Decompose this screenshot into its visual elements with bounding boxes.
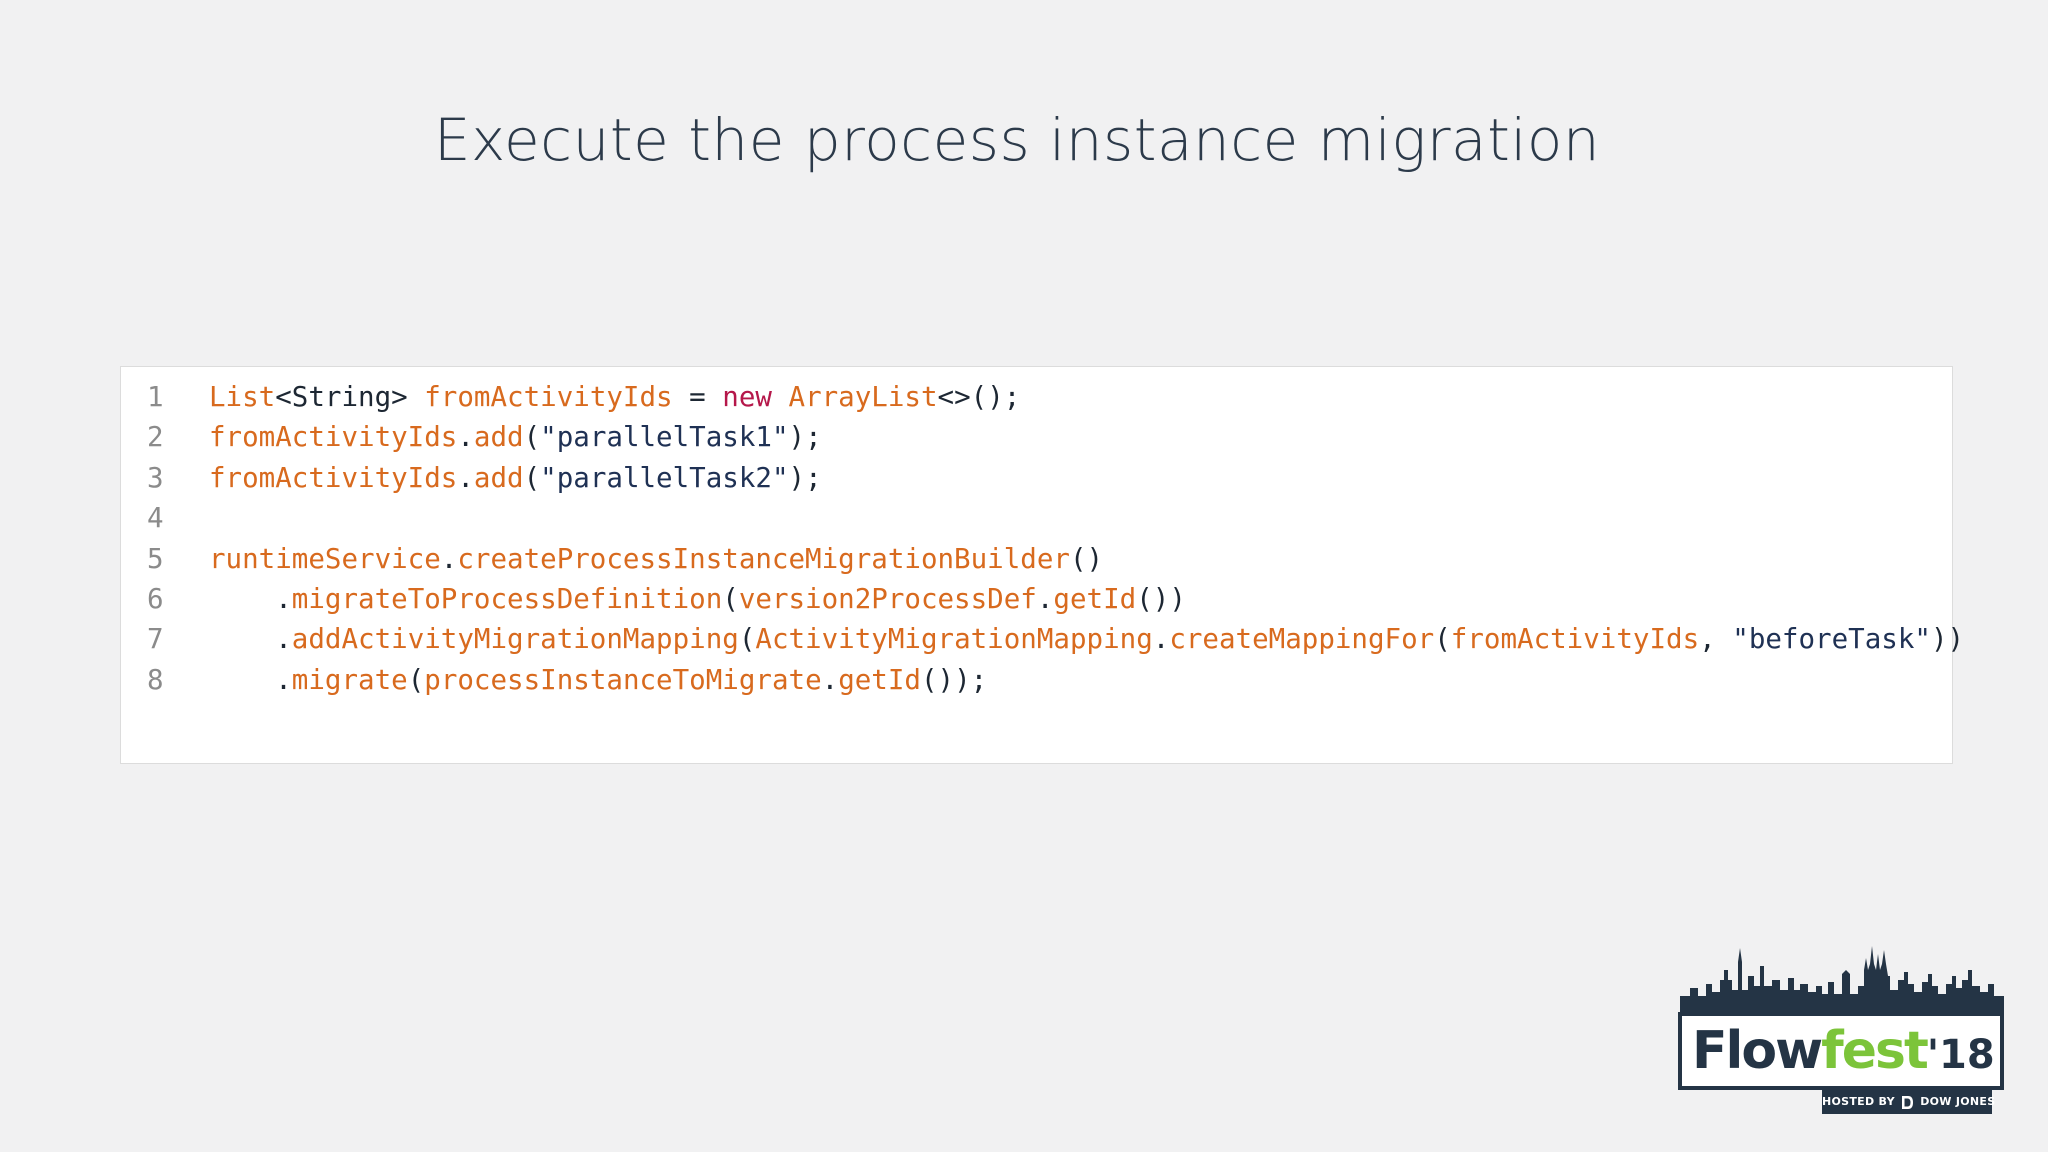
code-token: "parallelTask1" <box>540 421 789 454</box>
logo-wordmark-box: Flowfest'18 <box>1678 1012 2004 1090</box>
code-token: = <box>672 381 723 413</box>
code-token: ()); <box>920 663 988 696</box>
line-number: 3 <box>147 461 164 494</box>
code-line: 8 .migrate(processInstanceToMigrate.getI… <box>121 660 1952 700</box>
code-text: fromActivityIds.add("parallelTask2"); <box>209 458 822 498</box>
code-token: , <box>1699 623 1733 656</box>
code-text: .migrate(processInstanceToMigrate.getId(… <box>209 660 987 700</box>
code-token: . <box>209 623 292 656</box>
code-line: 4 <box>121 498 1952 538</box>
code-token: ( <box>523 461 541 494</box>
code-token: . <box>1036 583 1054 615</box>
code-text: runtimeService.createProcessInstanceMigr… <box>209 539 1103 579</box>
hosted-by-badge: HOSTED BY DOW JONES <box>1822 1090 1996 1114</box>
code-token: () <box>1069 542 1104 575</box>
code-token: "beforeTask" <box>1732 623 1931 656</box>
code-line: 2 fromActivityIds.add("parallelTask1"); <box>121 417 1952 457</box>
code-line: 5 runtimeService.createProcessInstanceMig… <box>121 539 1952 579</box>
line-number: 4 <box>147 502 164 535</box>
code-token: ); <box>788 421 822 454</box>
city-skyline-icon <box>1680 946 2004 1020</box>
slide-title: Execute the process instance migration <box>433 106 1601 174</box>
code-line: 1 List<String> fromActivityIds = new Arra… <box>121 377 1952 417</box>
line-number: 7 <box>147 623 164 656</box>
code-token: ActivityMigrationMapping <box>755 623 1153 656</box>
code-token: ); <box>788 461 822 494</box>
line-number: 8 <box>147 663 164 696</box>
line-number: 6 <box>147 583 164 615</box>
code-token: . <box>821 663 839 696</box>
code-token: fromActivityIds <box>209 421 458 454</box>
sponsor-label: DOW JONES <box>1920 1095 1996 1108</box>
logo-wordmark: Flowfest'18 <box>1692 1020 1995 1086</box>
code-token: "parallelTask2" <box>540 461 789 494</box>
flowfest-logo: Flowfest'18 HOSTED BY DOW JONES <box>1676 940 2008 1118</box>
code-line: 7 .addActivityMigrationMapping(ActivityM… <box>121 619 1964 659</box>
code-token: migrate <box>291 663 408 696</box>
code-token: ArrayList <box>788 381 938 413</box>
code-token: createMappingFor <box>1169 623 1435 656</box>
code-token: . <box>457 421 474 454</box>
line-number: 1 <box>147 381 164 413</box>
code-token: addActivityMigrationMapping <box>291 623 739 656</box>
code-token: createProcessInstanceMigrationBuilder <box>457 542 1070 575</box>
line-number: 5 <box>147 542 164 575</box>
code-token: ( <box>738 623 756 656</box>
code-token: processInstanceToMigrate <box>424 663 822 696</box>
logo-word-year: '18 <box>1926 1032 1995 1078</box>
code-block: 1 List<String> fromActivityIds = new Arra… <box>120 366 1964 764</box>
code-token: <String> <box>275 381 425 413</box>
code-token: ( <box>523 421 541 454</box>
code-token: add <box>473 461 524 494</box>
code-text: .migrateToProcessDefinition(version2Proc… <box>209 579 1186 619</box>
code-token: add <box>473 421 524 454</box>
code-token: ( <box>407 663 425 696</box>
code-token <box>772 381 789 413</box>
code-token: ()) <box>1136 583 1186 615</box>
code-token: fromActivityIds <box>209 461 458 494</box>
code-token: . <box>457 461 474 494</box>
code-token: migrateToProcessDefinition <box>291 583 723 615</box>
code-token: . <box>209 583 292 615</box>
line-number: 2 <box>147 421 164 454</box>
code-token: . <box>209 663 292 696</box>
code-token: fromActivityIds <box>424 381 673 413</box>
code-token: . <box>440 542 458 575</box>
code-token: new <box>722 381 772 413</box>
code-token: version2ProcessDef <box>738 583 1037 615</box>
code-token: <>(); <box>937 381 1021 413</box>
code-text: .addActivityMigrationMapping(ActivityMig… <box>209 619 1964 659</box>
code-token: List <box>209 381 276 413</box>
code-text: fromActivityIds.add("parallelTask1"); <box>209 417 822 457</box>
code-token: fromActivityIds <box>1450 623 1700 656</box>
code-text: List<String> fromActivityIds = new Array… <box>209 377 1020 417</box>
code-token: ( <box>1434 623 1451 656</box>
dow-jones-icon <box>1902 1095 1914 1109</box>
hosted-by-label: HOSTED BY <box>1822 1095 1895 1108</box>
code-token: runtimeService <box>209 542 441 575</box>
logo-word-fest: fest <box>1821 1021 1929 1081</box>
code-token: . <box>1152 623 1170 656</box>
logo-word-flow: Flow <box>1692 1021 1823 1081</box>
code-token: getId <box>1053 583 1137 615</box>
code-token: )) <box>1930 623 1965 656</box>
code-line: 3 fromActivityIds.add("parallelTask2"); <box>121 458 1952 498</box>
code-line: 6 .migrateToProcessDefinition(version2Pr… <box>121 579 1952 619</box>
code-token: ( <box>722 583 739 615</box>
code-token: getId <box>838 663 921 696</box>
